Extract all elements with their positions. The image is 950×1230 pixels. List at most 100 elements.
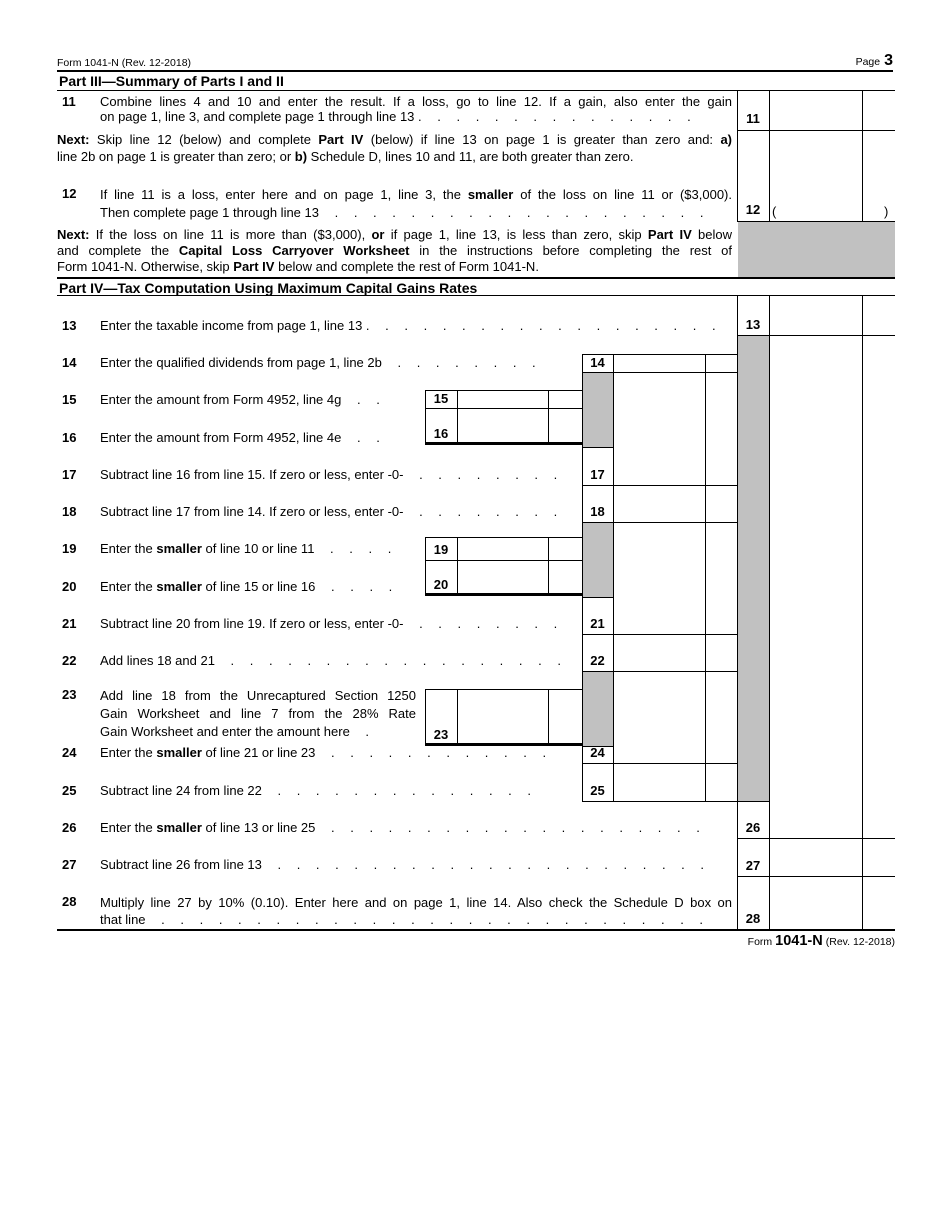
rule <box>582 485 737 486</box>
rule <box>425 689 582 690</box>
line-26-number: 26 <box>62 820 77 835</box>
line-13-entry-label: 13 <box>745 317 761 332</box>
rule <box>737 221 895 222</box>
rule <box>737 130 895 131</box>
line-21-entry-field[interactable] <box>614 605 736 632</box>
line-26-entry-label: 26 <box>745 820 761 835</box>
line-27-text: Subtract line 26 from line 13 . . . . . … <box>100 857 705 872</box>
line-22-entry-label: 22 <box>590 653 605 668</box>
line-26-text: Enter the smaller of line 13 or line 25 … <box>100 820 700 835</box>
form-number-header: Form 1041-N (Rev. 12-2018) <box>57 57 192 69</box>
line-25-entry-label: 25 <box>590 783 605 798</box>
line-15-text: Enter the amount from Form 4952, line 4g… <box>100 392 380 407</box>
rule <box>582 634 737 635</box>
line-16-entry-label: 16 <box>433 426 449 441</box>
line-12-entry-field[interactable] <box>780 186 880 220</box>
line-15-number: 15 <box>62 392 77 407</box>
line-25-entry-field[interactable] <box>614 772 736 800</box>
line-28-text: Multiply line 27 by 10% (0.10). Enter he… <box>100 895 732 927</box>
line-19-text: Enter the smaller of line 10 or line 11 … <box>100 541 392 556</box>
rule <box>769 90 770 221</box>
rule <box>425 408 582 409</box>
line-17-text: Subtract line 16 from line 15. If zero o… <box>100 467 558 482</box>
rule <box>548 537 549 595</box>
line-28-entry-field[interactable] <box>770 895 894 928</box>
line-20-entry-field[interactable] <box>458 565 581 593</box>
rule <box>862 90 863 221</box>
open-paren: ( <box>772 204 777 219</box>
line-16-number: 16 <box>62 430 77 445</box>
line-11-number: 11 <box>62 94 76 109</box>
rule <box>57 929 895 931</box>
line-15-entry-field[interactable] <box>458 391 581 407</box>
line-18-entry-label: 18 <box>590 504 605 519</box>
page-number: 3 <box>884 52 893 69</box>
line-23-entry-field[interactable] <box>458 692 581 743</box>
line-28-entry-label: 28 <box>745 911 761 926</box>
line-22-text: Add lines 18 and 21 . . . . . . . . . . … <box>100 653 561 668</box>
line-17-entry-field[interactable] <box>614 455 736 483</box>
line-19-entry-label: 19 <box>433 542 449 557</box>
rule <box>425 442 582 445</box>
rule <box>57 295 895 296</box>
line-22-number: 22 <box>62 653 77 668</box>
line-16-entry-field[interactable] <box>458 414 581 442</box>
line-15-entry-label: 15 <box>433 391 449 406</box>
rule <box>613 354 614 801</box>
line-16-text: Enter the amount from Form 4952, line 4e… <box>100 430 380 445</box>
rule <box>57 70 893 72</box>
rule <box>582 801 769 802</box>
rule <box>57 277 895 279</box>
line-24-text: Enter the smaller of line 21 or line 23 … <box>100 745 547 760</box>
line-11-entry-label: 11 <box>746 111 760 126</box>
line-17-number: 17 <box>62 467 77 482</box>
footer-form-word: Form <box>747 936 773 948</box>
rule <box>57 90 895 91</box>
shaded-area <box>583 523 613 597</box>
rule <box>737 838 895 839</box>
line-19-entry-field[interactable] <box>458 538 581 558</box>
shaded-area <box>738 336 769 801</box>
close-paren: ) <box>884 204 889 219</box>
line-18-entry-field[interactable] <box>614 490 736 520</box>
line-18-number: 18 <box>62 504 77 519</box>
part4-title: Part IV—Tax Computation Using Maximum Ca… <box>59 280 478 296</box>
line-24-entry-field[interactable] <box>614 747 736 762</box>
footer-form-number: 1041-N <box>775 933 823 949</box>
rule <box>769 295 770 929</box>
line-19-number: 19 <box>62 541 77 556</box>
line-24-number: 24 <box>62 745 77 760</box>
line-20-entry-label: 20 <box>433 577 449 592</box>
line-27-entry-field[interactable] <box>770 842 894 875</box>
rule <box>425 537 582 538</box>
rule <box>737 335 895 336</box>
line-20-number: 20 <box>62 579 77 594</box>
line-14-entry-field[interactable] <box>614 355 736 371</box>
line-24-entry-label: 24 <box>590 745 605 760</box>
rule <box>737 295 738 929</box>
part3-title: Part III—Summary of Parts I and II <box>59 73 284 89</box>
line-26-entry-field[interactable] <box>770 805 894 837</box>
rule <box>457 537 458 595</box>
next-instruction-1: Next: Skip line 12 (below) and complete … <box>57 132 732 164</box>
footer-revision: (Rev. 12-2018) <box>825 936 895 948</box>
line-12-text: If line 11 is a loss, enter here and on … <box>100 187 732 220</box>
line-25-text: Subtract line 24 from line 22 . . . . . … <box>100 783 532 798</box>
line-14-text: Enter the qualified dividends from page … <box>100 355 536 370</box>
rule <box>705 354 706 801</box>
line-17-entry-label: 17 <box>590 467 605 482</box>
rule <box>548 390 549 444</box>
rule <box>457 390 458 444</box>
line-23-number: 23 <box>62 687 77 702</box>
shaded-area <box>583 373 613 447</box>
rule <box>425 560 582 561</box>
rule <box>582 671 737 672</box>
line-12-entry-label: 12 <box>745 202 761 217</box>
line-11-entry-field[interactable] <box>770 95 894 129</box>
line-13-entry-field[interactable] <box>770 300 894 334</box>
rule <box>737 876 895 877</box>
line-22-entry-field[interactable] <box>614 642 736 669</box>
line-13-text: Enter the taxable income from page 1, li… <box>100 318 716 333</box>
line-25-number: 25 <box>62 783 77 798</box>
